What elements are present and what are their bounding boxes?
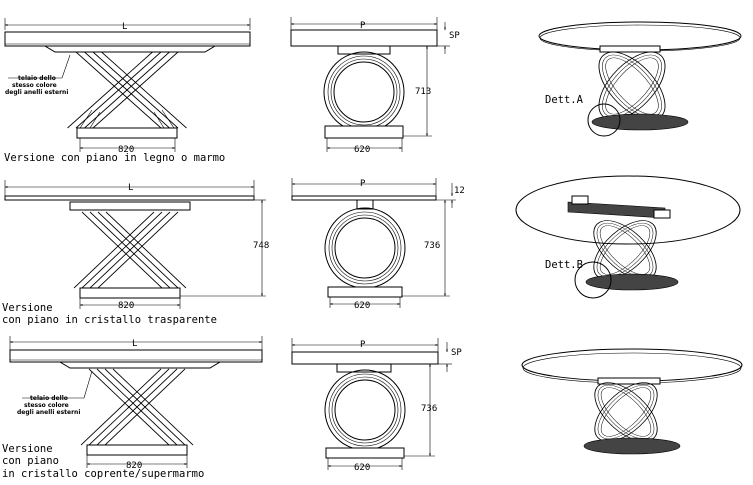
row3-note-line2: stesso colore — [24, 402, 69, 409]
row2-dim-P: P — [360, 179, 366, 189]
row3-perspective-view — [521, 348, 743, 455]
row1-dim-SP: SP — [449, 31, 460, 41]
row1-caption: Versione con piano in legno o marmo — [4, 152, 225, 164]
row1-dim-620: 620 — [354, 145, 370, 155]
row1-note-line3: degli anelli esterni — [5, 89, 68, 96]
row1-dim-713: 713 — [415, 87, 431, 97]
row3-front-view: L 820 telaio dello stesso colore degli a… — [2, 336, 263, 480]
row1-front-view: L 820 telaio dello stesso colore degli a… — [4, 18, 251, 164]
row2-dim-820: 820 — [118, 301, 134, 311]
row2-side-view: P 620 736 12 — [291, 178, 465, 311]
row2-dim-L: L — [128, 183, 133, 193]
row3-caption-line1: Versione — [2, 443, 53, 455]
row2-dim-12: 12 — [454, 186, 465, 196]
row3-dim-736: 736 — [421, 404, 437, 414]
row2-dim-748: 748 — [253, 241, 269, 251]
row1-dim-820: 820 — [118, 145, 134, 155]
row1-note-line1: telaio dello — [18, 75, 56, 82]
row2-perspective-view: Dett.B — [515, 175, 741, 299]
row3-dim-L: L — [132, 339, 137, 349]
row3-note-line3: degli anelli esterni — [17, 409, 80, 416]
row2-front-view: L 820 748 Versione con piano in cristall… — [2, 180, 269, 326]
row1-dett-a: Dett.A — [545, 94, 584, 106]
row2-caption-line1: Versione — [2, 302, 53, 314]
row2-dett-b: Dett.B — [545, 259, 583, 271]
row3-side-view: P 620 736 SP — [291, 338, 462, 473]
row1-dim-P: P — [360, 21, 366, 31]
row3-dim-820: 820 — [126, 461, 142, 471]
row3-note-line1: telaio dello — [30, 395, 68, 402]
row2-dim-736: 736 — [424, 241, 440, 251]
row1-side-view: P 620 713 SP — [290, 17, 460, 155]
row1-dim-L: L — [122, 22, 127, 32]
row1-perspective-view: Dett.A — [538, 21, 742, 137]
row3-dim-SP: SP — [451, 348, 462, 358]
row2-dim-620: 620 — [354, 301, 370, 311]
row2-caption-line2: con piano in cristallo trasparente — [2, 314, 217, 326]
row1-note-line2: stesso colore — [12, 82, 57, 89]
row3-dim-P: P — [360, 340, 366, 350]
row3-caption-line3: in cristallo coprente/supermarmo — [2, 468, 204, 480]
row3-dim-620: 620 — [354, 463, 370, 473]
row3-caption-line2: con piano — [2, 455, 59, 467]
